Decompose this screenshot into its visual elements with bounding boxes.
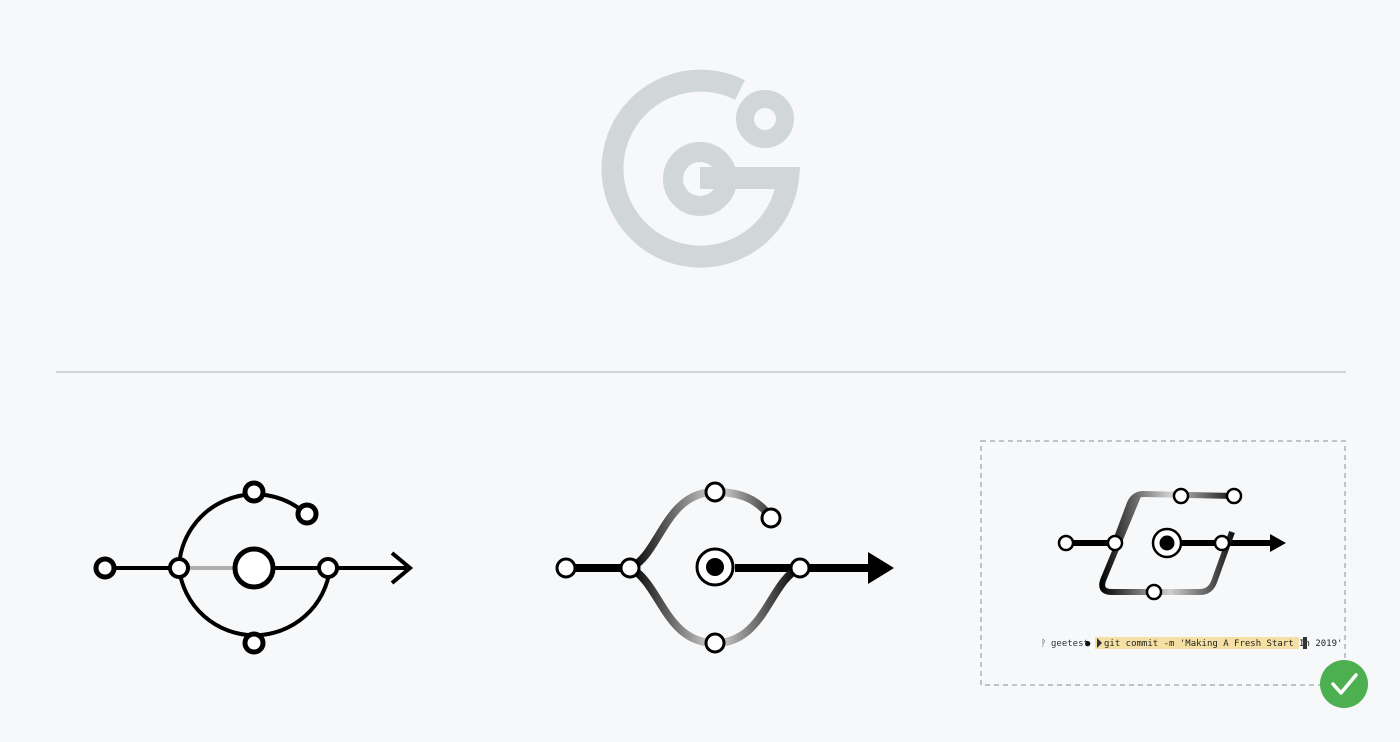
command-highlight bbox=[1095, 637, 1299, 649]
commit-node bbox=[1145, 583, 1163, 601]
commit-node bbox=[619, 557, 641, 579]
upper-branch bbox=[628, 487, 775, 572]
arrow-head bbox=[1270, 534, 1286, 552]
selection-frame bbox=[980, 440, 1346, 686]
branch-glyph: ᚹ bbox=[1041, 638, 1046, 649]
split-merge-branch-icon bbox=[555, 481, 894, 654]
arrow-head bbox=[868, 552, 894, 584]
commit-node bbox=[1225, 487, 1243, 505]
head-node-core bbox=[1159, 535, 1175, 551]
commit-node bbox=[1057, 534, 1075, 552]
prompt-directory: geetest bbox=[1051, 639, 1089, 649]
terminal-prompt: ᚹ geetest ● git commit -m 'Making A Fres… bbox=[1041, 637, 1342, 649]
commit-node bbox=[760, 507, 782, 529]
selected-concept-card[interactable]: ᚹ geetest ● git commit -m 'Making A Fres… bbox=[980, 440, 1346, 686]
arrow-head bbox=[390, 551, 414, 585]
head-node bbox=[232, 546, 276, 590]
text-cursor bbox=[1303, 637, 1307, 649]
commit-node bbox=[168, 557, 190, 579]
badge-circle bbox=[1320, 660, 1368, 708]
prompt-chevron-icon bbox=[1097, 638, 1102, 648]
selected-check-badge[interactable] bbox=[1320, 660, 1368, 708]
commit-node bbox=[242, 631, 266, 655]
upper-arc bbox=[177, 492, 308, 569]
commit-node bbox=[1172, 487, 1190, 505]
logo-outer-ring bbox=[601, 69, 801, 268]
check-icon bbox=[1331, 673, 1358, 695]
commit-node bbox=[1213, 534, 1231, 552]
commit-node bbox=[295, 502, 319, 526]
commit-node bbox=[317, 557, 339, 579]
prompt-status-dot: ● bbox=[1085, 639, 1091, 649]
commit-node bbox=[704, 481, 726, 503]
command-text: git commit -m 'Making A Fresh Start In 2… bbox=[1104, 639, 1342, 649]
commit-node bbox=[93, 556, 117, 580]
commit-node bbox=[704, 632, 726, 654]
circle-branch-arrow-icon bbox=[93, 480, 414, 655]
commit-node bbox=[789, 557, 811, 579]
commit-node bbox=[242, 480, 266, 504]
logo-inner-node bbox=[663, 142, 737, 216]
head-node-core bbox=[706, 558, 724, 576]
commit-node bbox=[1106, 534, 1124, 552]
commit-node bbox=[555, 557, 577, 579]
parallelogram-branch-icon bbox=[1057, 487, 1286, 601]
geetest-g-logo bbox=[601, 69, 801, 268]
logo-satellite-node bbox=[736, 90, 794, 148]
